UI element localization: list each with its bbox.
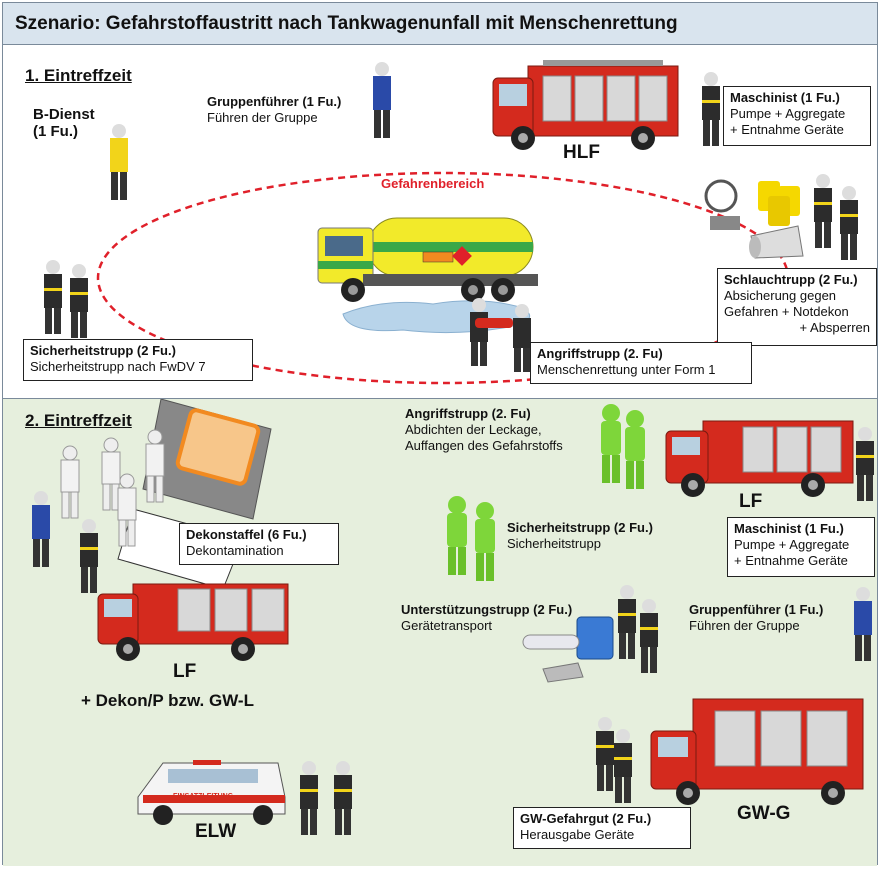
firefighter-gwg-1: [596, 717, 614, 791]
section1-firefighters: [44, 62, 858, 372]
chem-suit-4: [475, 502, 495, 581]
s2-sicherheitstrupp-line: Sicherheitstrupp: [507, 536, 601, 551]
decon-person-3: [145, 429, 165, 503]
s1-sicherheitstrupp-line: Sicherheitstrupp nach FwDV 7: [30, 359, 206, 374]
s1-gruppenfuehrer-line: Führen der Gruppe: [207, 110, 318, 125]
s2-maschinist-title: Maschinist (1 Fu.): [734, 521, 844, 536]
firefighter-sicherheitstrupp-2: [70, 264, 88, 338]
lf-truck-right: [665, 420, 854, 497]
firefighter-schlauchtrupp-2: [840, 186, 858, 260]
elw-van-text: EINSATZLEITUNG: [173, 793, 234, 800]
s2-angriffstrupp-title: Angriffstrupp (2. Fu): [405, 406, 531, 421]
hlf-label: HLF: [563, 142, 600, 163]
title-bar: Szenario: Gefahrstoffaustritt nach Tankw…: [3, 3, 877, 45]
s2-dekonstaffel-line: Dekontamination: [186, 543, 284, 558]
scenario-title: Szenario: Gefahrstoffaustritt nach Tankw…: [15, 13, 678, 34]
chem-suit-1: [601, 404, 621, 483]
s2-unterstuetzungstrupp-title: Unterstützungstrupp (2 Fu.): [401, 602, 573, 617]
s2-maschinist-line2: + Entnahme Geräte: [734, 553, 848, 568]
box-s1-angriffstrupp: Angriffstrupp (2. Fu) Menschenrettung un…: [530, 342, 752, 384]
equipment-cluster: [704, 179, 804, 259]
section2-heading: 2. Eintreffzeit: [25, 411, 132, 430]
s1-angriffstrupp-title: Angriffstrupp (2. Fu): [537, 346, 663, 361]
firefighter-bdienst: [110, 124, 128, 200]
firefighter-unterstuetzung-1: [618, 585, 636, 659]
bdienst-label: B-Dienst (1 Fu.): [33, 106, 95, 140]
firefighter-elw-2: [334, 761, 352, 835]
s1-schlauchtrupp-line3: + Absperren: [799, 320, 870, 335]
hlf-truck: [492, 60, 679, 150]
decon-person-4: [117, 473, 137, 547]
s2-gwgefahrgut-line: Herausgabe Geräte: [520, 827, 635, 842]
firefighter-sicherheitstrupp-1: [44, 260, 62, 334]
firefighter-angriffstrupp-2: [513, 304, 531, 372]
firefighter-dekon-2: [80, 519, 98, 593]
box-s2-gwgefahrgut: GW-Gefahrgut (2 Fu.) Herausgabe Geräte: [513, 807, 691, 849]
s2-maschinist-line1: Pumpe + Aggregate: [734, 537, 850, 552]
box-s1-sicherheitstrupp: Sicherheitstrupp (2 Fu.) Sicherheitstrup…: [23, 339, 253, 381]
box-s2-unterstuetzungstrupp: Unterstützungstrupp (2 Fu.) Gerätetransp…: [395, 599, 601, 641]
bdienst-count: (1 Fu.): [33, 123, 78, 140]
bdienst-name: B-Dienst: [33, 106, 95, 123]
firefighter-gruppenfuehrer: [373, 62, 391, 138]
rescued-person: [475, 318, 513, 328]
s1-angriffstrupp-line: Menschenrettung unter Form 1: [537, 362, 716, 377]
firefighter-dekon-leader: [32, 491, 50, 567]
transport-equipment: [522, 616, 614, 683]
firefighter-s2-gruppenfuehrer: [854, 587, 872, 661]
lf-truck-left: [97, 583, 289, 661]
box-s1-gruppenfuehrer: Gruppenführer (1 Fu.) Führen der Gruppe: [201, 91, 351, 133]
firefighter-elw-1: [300, 761, 318, 835]
s1-sicherheitstrupp-title: Sicherheitstrupp (2 Fu.): [30, 343, 176, 358]
decon-person-2: [101, 437, 121, 511]
section-second-arrival: 2. Eintreffzeit: [3, 398, 877, 866]
tanker-truck: [317, 217, 538, 302]
firefighter-s2-maschinist: [856, 427, 874, 501]
s2-angriffstrupp-line2: Auffangen des Gefahrstoffs: [405, 438, 563, 453]
firefighter-gwg-2: [614, 729, 632, 803]
s2-gwgefahrgut-title: GW-Gefahrgut (2 Fu.): [520, 811, 652, 826]
chem-suit-2: [625, 410, 645, 489]
s2-unterstuetzungstrupp-line: Gerätetransport: [401, 618, 493, 633]
chem-suit-3: [447, 496, 467, 575]
s1-maschinist-title: Maschinist (1 Fu.): [730, 90, 840, 105]
firefighter-schlauchtrupp-1: [814, 174, 832, 248]
lf-right-label: LF: [739, 491, 763, 512]
section1-heading: 1. Eintreffzeit: [25, 66, 132, 85]
gwg-label: GW-G: [737, 803, 791, 824]
s1-gruppenfuehrer-title: Gruppenführer (1 Fu.): [207, 94, 342, 109]
section2-personnel: [32, 404, 874, 835]
elw-van: [137, 760, 286, 825]
s2-gruppenfuehrer-title: Gruppenführer (1 Fu.): [689, 602, 824, 617]
s1-schlauchtrupp-line1: Absicherung gegen: [724, 288, 837, 303]
s2-gruppenfuehrer-line: Führen der Gruppe: [689, 618, 800, 633]
box-s1-schlauchtrupp: Schlauchtrupp (2 Fu.) Absicherung gegen …: [717, 268, 877, 346]
decon-person-1: [60, 445, 80, 519]
s2-dekonstaffel-title: Dekonstaffel (6 Fu.): [186, 527, 307, 542]
s1-schlauchtrupp-title: Schlauchtrupp (2 Fu.): [724, 272, 858, 287]
box-s2-sicherheitstrupp: Sicherheitstrupp (2 Fu.) Sicherheitstrup…: [501, 517, 671, 559]
firefighter-angriffstrupp-1: [470, 298, 488, 366]
firefighter-unterstuetzung-2: [640, 599, 658, 673]
s2-sicherheitstrupp-title: Sicherheitstrupp (2 Fu.): [507, 520, 653, 535]
lf-left-label: LF: [173, 661, 197, 682]
gwg-truck: [650, 698, 864, 805]
dekon-gwl-label: + Dekon/P bzw. GW-L: [81, 691, 254, 710]
elw-label: ELW: [195, 821, 237, 842]
box-s2-maschinist: Maschinist (1 Fu.) Pumpe + Aggregate + E…: [727, 517, 875, 577]
s1-schlauchtrupp-line2: Gefahren + Notdekon: [724, 304, 849, 319]
s1-maschinist-line2: + Entnahme Geräte: [730, 122, 844, 137]
box-s2-dekonstaffel: Dekonstaffel (6 Fu.) Dekontamination: [179, 523, 339, 565]
section-first-arrival: 1. Eintreffzeit: [3, 46, 877, 398]
s1-maschinist-line1: Pumpe + Aggregate: [730, 106, 846, 121]
s2-angriffstrupp-line1: Abdichten der Leckage,: [405, 422, 542, 437]
box-s2-gruppenfuehrer: Gruppenführer (1 Fu.) Führen der Gruppe: [683, 599, 851, 641]
firefighter-maschinist: [702, 72, 720, 146]
box-s2-angriffstrupp: Angriffstrupp (2. Fu) Abdichten der Leck…: [399, 403, 599, 463]
box-s1-maschinist: Maschinist (1 Fu.) Pumpe + Aggregate + E…: [723, 86, 871, 146]
danger-zone-label: Gefahrenbereich: [381, 176, 485, 191]
